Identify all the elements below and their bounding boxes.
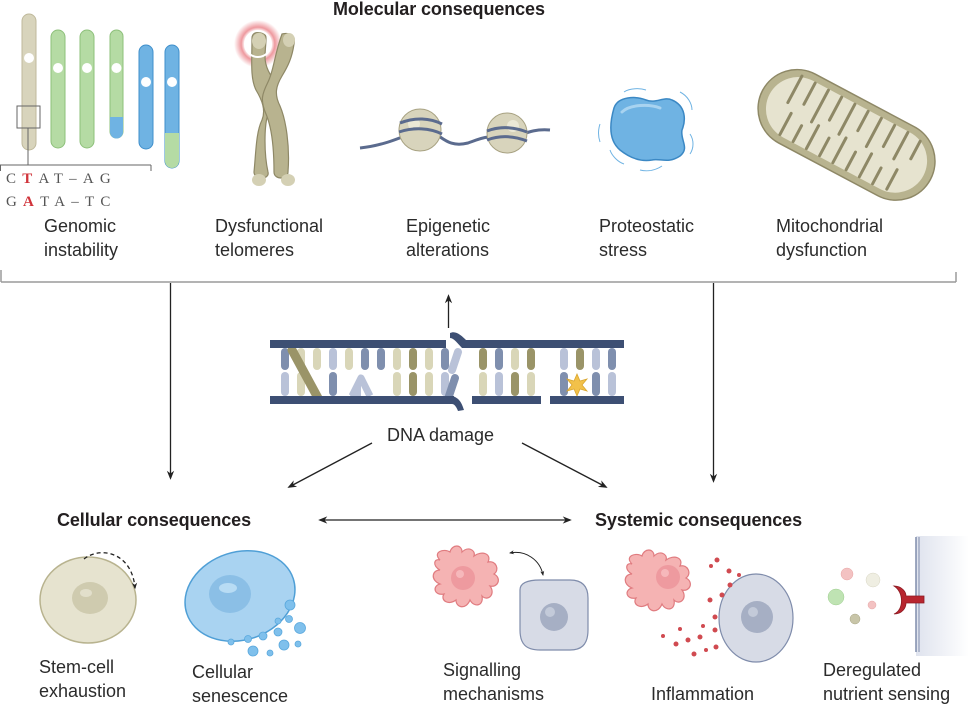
telomere-chromosome-icon [234, 20, 295, 186]
label-deregulated-nutrient-sensing: Deregulated nutrient sensing [823, 660, 951, 704]
dna-sequence-top: CTAT–AG [6, 171, 117, 188]
mutated-base: T [22, 171, 39, 187]
base: AT–AG [38, 171, 117, 187]
nutrient-receptor-icon [827, 536, 969, 656]
label-signalling-mechanisms: Signalling mechanisms [443, 660, 545, 704]
label-mitochondrial-dysfunction: Mitochondrial dysfunction [776, 216, 884, 260]
dna-sequence-bottom: GATA–TC [6, 194, 117, 211]
molecular-consequences-title: Molecular consequences [333, 0, 545, 19]
mutated-base: A [23, 194, 41, 210]
cell-signalling-icon [432, 545, 589, 651]
label-epigenetic-alterations: Epigenetic alterations [406, 216, 491, 260]
dna-damage-label: DNA damage [387, 425, 495, 445]
label-dysfunctional-telomeres: Dysfunctional telomeres [215, 216, 324, 260]
stem-cell-icon [39, 552, 138, 644]
flow-arrows [166, 283, 718, 524]
label-stem-cell-exhaustion: Stem-cell exhaustion [39, 657, 127, 701]
base: G [6, 194, 24, 210]
arrow-dna-to-cellular [287, 442, 373, 488]
systemic-consequences-title: Systemic consequences [595, 510, 803, 530]
arrow-dna-to-systemic [521, 442, 608, 488]
sequence-inset-bracket [0, 105, 152, 171]
label-genomic-instability: Genomic instability [44, 216, 119, 260]
label-inflammation: Inflammation [651, 684, 755, 704]
misfolded-protein-icon [598, 88, 694, 172]
chromosomes-icon [21, 13, 180, 169]
label-cellular-senescence: Cellular senescence [192, 662, 289, 706]
mitochondrion-icon [757, 68, 936, 201]
cellular-consequences-title: Cellular consequences [57, 510, 251, 530]
nucleosome-icon [359, 108, 551, 154]
dna-lesion-icon [565, 372, 589, 398]
dna-damage-icon [270, 332, 624, 411]
base: TA–TC [40, 194, 117, 210]
label-proteostatic-stress: Proteostatic stress [599, 216, 695, 260]
molecular-bracket [0, 270, 957, 283]
base: C [6, 171, 23, 187]
inflammation-icon [624, 549, 794, 663]
senescent-cell-icon [184, 549, 306, 657]
